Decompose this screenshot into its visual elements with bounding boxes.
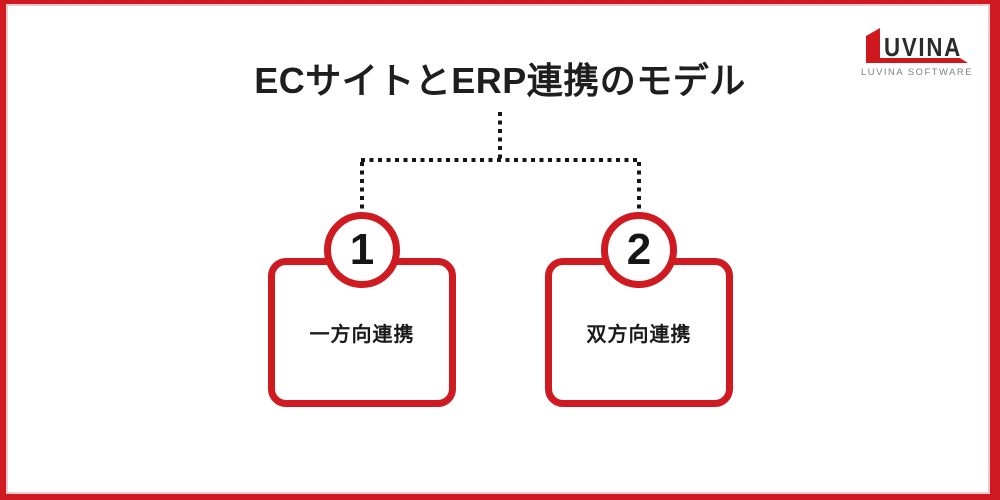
- connector-drop-line-right: [637, 162, 641, 209]
- connector-stem-line: [498, 112, 502, 160]
- connector-branch-line: [361, 158, 641, 162]
- content-background: [6, 4, 990, 494]
- number-badge-1: 1: [324, 212, 400, 288]
- badge-number: 2: [626, 225, 652, 274]
- logo-l-mark-icon: [866, 28, 968, 63]
- logo-wordmark: UVINA: [884, 32, 962, 62]
- connector-drop-line-left: [360, 162, 364, 209]
- badge-number: 1: [349, 225, 375, 274]
- logo-tagline: LUVINA SOFTWARE: [861, 67, 973, 77]
- model-card-label: 一方向連携: [309, 324, 415, 346]
- number-badge-2: 2: [601, 212, 677, 288]
- page-title: ECサイトとERP連携のモデル: [254, 60, 746, 101]
- luvina-logo: UVINA LUVINA SOFTWARE: [858, 27, 976, 77]
- model-card-label: 双方向連携: [586, 324, 692, 346]
